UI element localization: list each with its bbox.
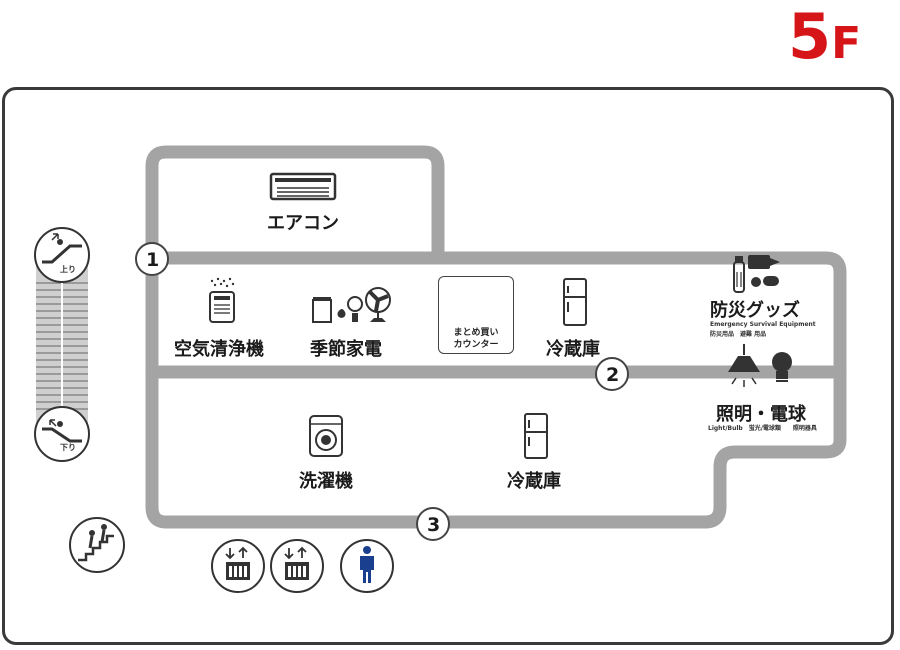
route-marker-3-label: 3 (427, 514, 441, 536)
aircon-label: エアコン (267, 213, 339, 234)
air-purifier-icon (209, 277, 235, 323)
escalator-down-label: 下り (60, 443, 76, 452)
refrigerator-icon (563, 278, 587, 326)
lighting-label: 照明・電球 (716, 404, 806, 425)
route-marker-2-label: 2 (606, 364, 620, 386)
disaster-goods-icon (733, 255, 780, 293)
air-purifier-label: 空気清浄機 (174, 339, 264, 360)
aircon-icon (269, 172, 337, 201)
floor-unit: F (831, 18, 862, 69)
counter-label-line2: カウンター (453, 340, 499, 350)
stairs-icon[interactable] (69, 517, 125, 573)
route-marker-3 (416, 507, 450, 541)
main-route (145, 251, 847, 529)
lighting-sub-label: Light/Bulb 蛍光/電球類 照明器具 (708, 425, 817, 432)
lighting-icon (728, 344, 792, 387)
refrigerator-upper-label: 冷蔵庫 (546, 339, 600, 360)
seasonal-appliances-icon (312, 287, 391, 323)
disaster-goods-en-label: Emergency Survival Equipment (710, 321, 816, 328)
washing-machine-icon (309, 415, 343, 457)
escalator-up-label: 上り (60, 265, 76, 274)
elevator-icon[interactable] (270, 539, 324, 593)
refrigerator-lower-label: 冷蔵庫 (507, 471, 561, 492)
route-marker-2 (595, 357, 629, 391)
washing-machine-label: 洗濯機 (299, 471, 353, 492)
disaster-goods-label: 防災グッズ (710, 300, 800, 321)
elevator-icon[interactable] (211, 539, 265, 593)
floor-outline (2, 87, 894, 645)
floor-number: 5 (788, 0, 831, 73)
escalator-up-icon[interactable] (34, 227, 90, 283)
bulk-purchase-counter[interactable]: まとめ買い カウンター (438, 276, 514, 354)
mens-restroom-icon[interactable] (340, 539, 394, 593)
counter-label-line1: まとめ買い (453, 328, 499, 338)
route-marker-1 (135, 242, 169, 276)
refrigerator-icon (524, 413, 548, 459)
escalator-down-icon[interactable] (34, 406, 90, 462)
route-marker-1-label: 1 (146, 249, 160, 271)
seasonal-appliances-label: 季節家電 (310, 339, 382, 360)
floor-indicator: 5F (788, 6, 861, 68)
aircon-route (145, 145, 445, 265)
disaster-goods-sub-label: 防災用品 避難 用品 (710, 331, 767, 338)
